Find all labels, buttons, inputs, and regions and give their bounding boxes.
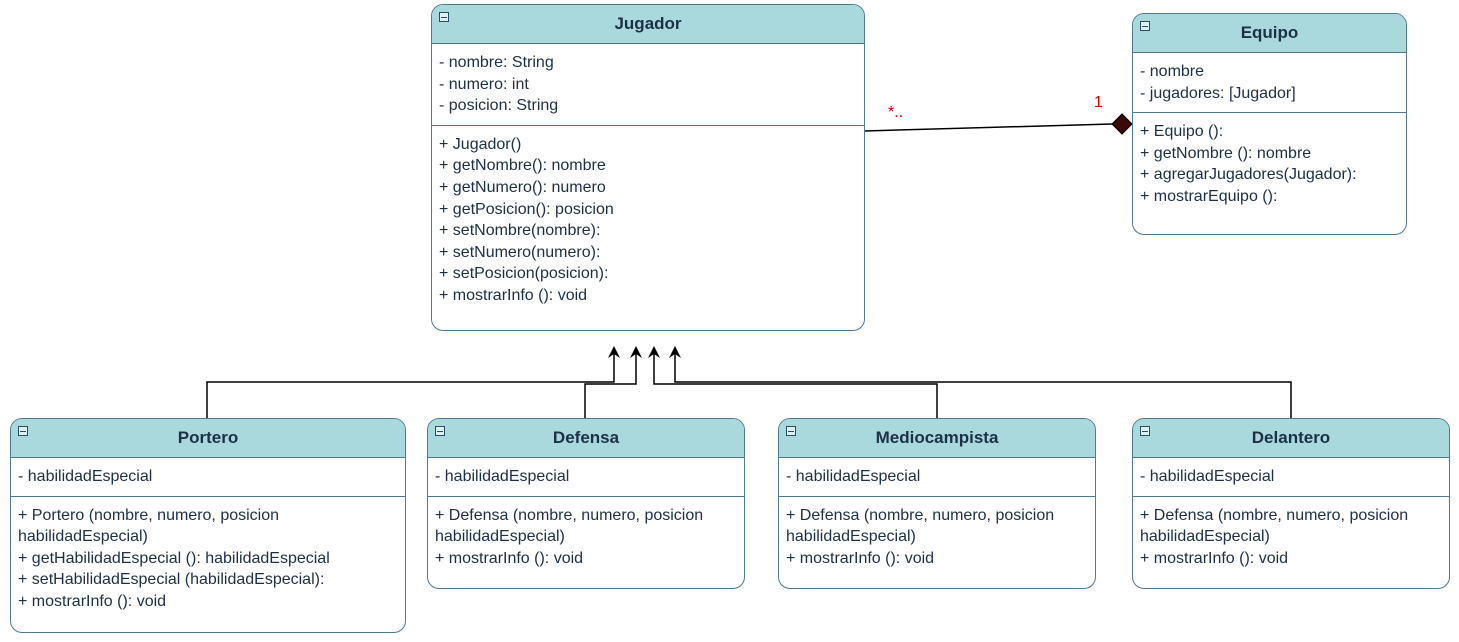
class-name: Mediocampista	[875, 428, 999, 447]
attributes-section: - nombre - jugadores: [Jugador]	[1133, 53, 1406, 112]
inheritance-portero[interactable]	[206, 346, 620, 418]
attribute-line: - habilidadEspecial	[1140, 468, 1275, 485]
class-mediocampista[interactable]: Mediocampista - habilidadEspecial + Defe…	[778, 418, 1096, 589]
method-line: + mostrarInfo (): void	[18, 592, 167, 610]
collapse-icon[interactable]	[786, 426, 796, 436]
method-line: + Defensa (nombre, numero, posicion habi…	[435, 506, 708, 546]
multiplicity-many: *..	[888, 104, 904, 121]
attribute-line: - habilidadEspecial	[18, 468, 153, 485]
attributes-section: - habilidadEspecial	[1133, 458, 1449, 496]
method-line: + Portero (nombre, numero, posicion habi…	[18, 506, 284, 546]
collapse-icon[interactable]	[1140, 21, 1150, 31]
method-line: + mostrarInfo (): void	[435, 549, 584, 567]
collapse-icon[interactable]	[439, 12, 449, 22]
method-line: + setNombre(nombre):	[439, 222, 601, 240]
methods-section: + Equipo (): + getNombre (): nombre + agre…	[1133, 112, 1406, 215]
class-header[interactable]: Delantero	[1133, 419, 1449, 458]
class-header[interactable]: Jugador	[432, 5, 864, 44]
method-line: + setNumero(numero):	[439, 243, 601, 261]
class-portero[interactable]: Portero - habilidadEspecial + Portero (n…	[10, 418, 406, 633]
attribute-line: - habilidadEspecial	[435, 468, 570, 485]
method-line: + mostrarInfo (): void	[439, 286, 588, 304]
attribute-line: - nombre	[1140, 63, 1205, 80]
method-line: + Equipo ():	[1140, 123, 1224, 141]
class-name: Defensa	[552, 428, 620, 447]
method-line: + mostrarInfo (): void	[786, 549, 935, 567]
method-line: + mostrarInfo (): void	[1140, 549, 1289, 567]
attributes-section: - habilidadEspecial	[11, 458, 405, 496]
class-jugador[interactable]: Jugador - nombre: String - numero: int - p…	[431, 4, 865, 331]
method-line: + getNombre (): nombre	[1140, 144, 1312, 162]
class-header[interactable]: Mediocampista	[779, 419, 1095, 458]
inheritance-mediocampista[interactable]	[648, 346, 938, 418]
collapse-icon[interactable]	[1140, 426, 1150, 436]
method-line: + getPosicion(): posicion	[439, 200, 614, 218]
attribute-line: - numero: int	[439, 75, 529, 93]
methods-section: + Defensa (nombre, numero, posicion habi…	[428, 495, 744, 578]
class-name: Equipo	[1240, 23, 1299, 42]
composition-diamond	[1111, 113, 1133, 135]
method-line: + setHabilidadEspecial (habilidadEspecia…	[18, 571, 325, 589]
class-equipo[interactable]: Equipo - nombre - jugadores: [Jugador] + …	[1132, 13, 1407, 235]
attributes-section: - habilidadEspecial	[779, 458, 1095, 496]
class-header[interactable]: Equipo	[1133, 14, 1406, 53]
method-line: + getNombre(): nombre	[439, 157, 606, 175]
attributes-section: - habilidadEspecial	[428, 458, 744, 496]
class-delantero[interactable]: Delantero - habilidadEspecial + Defensa …	[1132, 418, 1450, 589]
method-line: + getNumero(): numero	[439, 178, 606, 196]
attribute-line: - posicion: String	[439, 97, 559, 115]
multiplicity-one: 1	[1094, 94, 1103, 111]
attribute-line: - nombre: String	[439, 54, 554, 71]
inheritance-defensa[interactable]	[584, 346, 642, 418]
composition-association[interactable]	[863, 113, 1133, 135]
attributes-section: - nombre: String - numero: int - posicion:…	[432, 44, 864, 125]
methods-section: + Defensa (nombre, numero, posicion habi…	[1133, 495, 1449, 578]
attribute-line: - habilidadEspecial	[786, 468, 921, 485]
method-line: + Jugador()	[439, 135, 522, 153]
method-line: + setPosicion(posicion):	[439, 265, 609, 283]
class-name: Portero	[177, 428, 239, 447]
attribute-line: - jugadores: [Jugador]	[1140, 84, 1296, 102]
methods-section: + Portero (nombre, numero, posicion habi…	[11, 495, 405, 621]
method-line: + getHabilidadEspecial (): habilidadEspe…	[18, 549, 330, 567]
method-line: + agregarJugadores(Jugador):	[1140, 166, 1357, 184]
method-line: + Defensa (nombre, numero, posicion habi…	[786, 506, 1059, 546]
methods-section: + Defensa (nombre, numero, posicion habi…	[779, 495, 1095, 578]
class-header[interactable]: Defensa	[428, 419, 744, 458]
class-header[interactable]: Portero	[11, 419, 405, 458]
class-name: Delantero	[1251, 428, 1331, 447]
class-defensa[interactable]: Defensa - habilidadEspecial + Defensa (n…	[427, 418, 745, 589]
methods-section: + Jugador() + getNombre(): nombre + getNum…	[432, 124, 864, 315]
collapse-icon[interactable]	[18, 426, 28, 436]
collapse-icon[interactable]	[435, 426, 445, 436]
method-line: + Defensa (nombre, numero, posicion habi…	[1140, 506, 1413, 546]
method-line: + mostrarEquipo ():	[1140, 187, 1278, 205]
inheritance-delantero[interactable]	[669, 346, 1292, 418]
class-name: Jugador	[614, 14, 682, 33]
